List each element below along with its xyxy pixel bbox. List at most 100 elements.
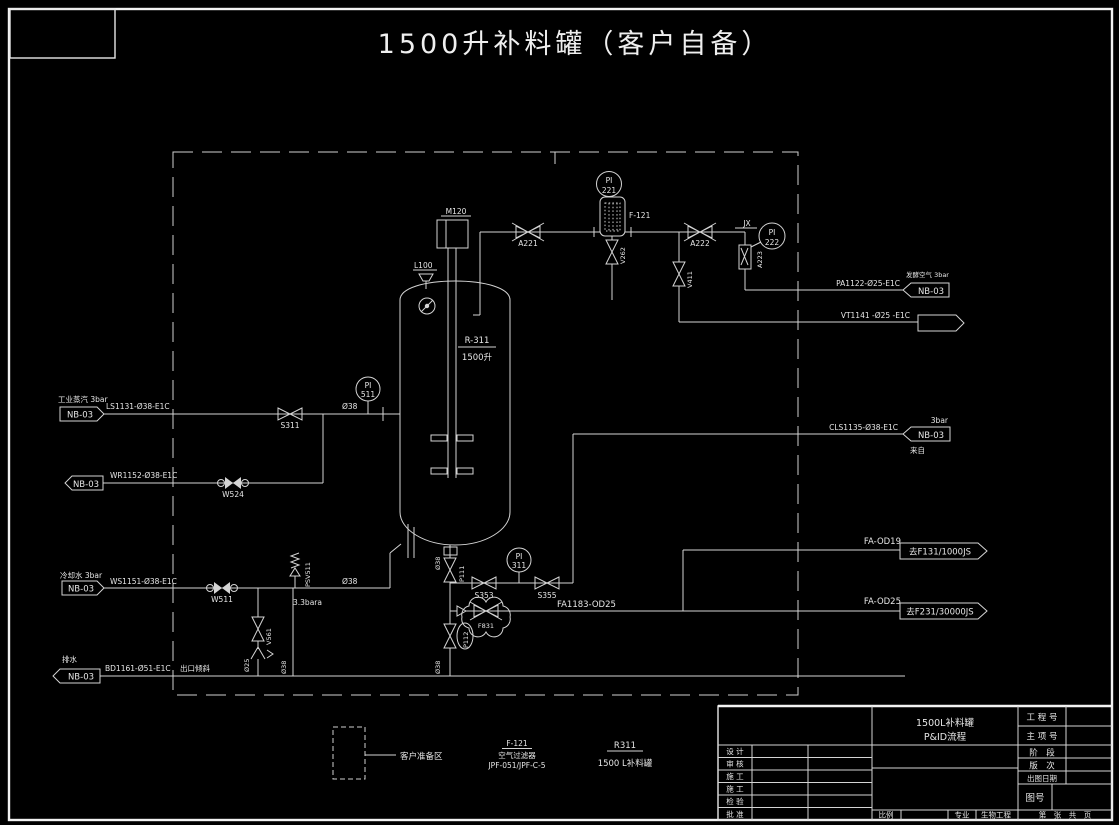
- row-constr1: 施 工: [726, 771, 744, 781]
- drain-note: 排水: [62, 654, 77, 664]
- flag-label: 去F131/1000JS: [909, 547, 971, 558]
- pi222-func: PI: [769, 228, 776, 237]
- flag-label: NB-03: [73, 480, 99, 490]
- instrument-pi221: PI 221: [596, 171, 622, 197]
- customer-area-boundary: [172, 151, 799, 696]
- set-pressure-note: 3.3bara: [293, 598, 322, 607]
- label-dwg-no: 图号: [1025, 793, 1044, 804]
- flag-steam-supply: NB-03: [59, 406, 105, 422]
- legend-area-swatch: [332, 726, 366, 780]
- titleblock-doc-title: 1500L补料罐 P&ID流程: [916, 717, 974, 743]
- steam-note: 工业蒸汽 3bar: [58, 394, 109, 404]
- pipe-label-ls1131: LS1131-Ø38-E1C: [106, 402, 170, 411]
- size-note-d38: Ø38: [342, 577, 358, 586]
- flag-to-f131: 去F131/1000JS: [899, 542, 988, 560]
- rotameter-a223: A223: [738, 244, 764, 270]
- air-filter-f121: F-121: [599, 196, 651, 237]
- valve-p112: [443, 623, 457, 649]
- pipe-label-bd1161: BD1161-Ø51-E1C: [105, 664, 171, 673]
- title-block: 设 计 审 核 施 工 施 工 检 验 批 准 1500L补料罐 P&ID流程 …: [717, 704, 1113, 821]
- valve-s311-label: S311: [280, 421, 299, 430]
- impeller-blade: [456, 434, 474, 442]
- steam-pipe-lines: [103, 401, 400, 484]
- flag-label: NB-03: [68, 585, 94, 595]
- label-project-no: 工 程 号: [1027, 713, 1058, 723]
- flag-label: 去F231/30000JS: [906, 607, 973, 618]
- outlet-system: Ø38 P111 S353 PI 311 S355 F831 FA1183-OD…: [434, 416, 988, 676]
- flag-cls-supply: NB-03: [902, 426, 951, 442]
- legend-filter-name: 空气过滤器: [498, 750, 536, 760]
- boundary-rect: [172, 151, 799, 696]
- size-note-d38: Ø38: [342, 402, 358, 411]
- filter-tag: F-121: [629, 211, 651, 220]
- valve-v561-label: V561: [265, 628, 273, 645]
- trap-w511-label: W511: [211, 595, 233, 604]
- valve-p111: [443, 557, 457, 583]
- row-design: 设 计: [726, 746, 744, 756]
- legend-tank-tag: R311: [614, 741, 636, 751]
- valve-s353-label: S353: [474, 591, 493, 600]
- flag-vent-empty: [917, 314, 965, 332]
- size-note-d38: Ø38: [434, 661, 442, 674]
- air-system: A221 F-121 PI 221 V262 A222 JX A223: [473, 171, 965, 332]
- size-note-d38: Ø38: [434, 557, 442, 570]
- nozzle-tag: L100: [414, 261, 433, 270]
- instrument-pi222: PI 222: [758, 222, 786, 250]
- impeller-blade: [430, 434, 448, 442]
- motor-body: [436, 219, 469, 249]
- legend-filter-model: JPF-051/JPF-C-5: [487, 761, 545, 770]
- drawing-title: 1500升补料罐（客户自备）: [378, 29, 773, 60]
- rotameter-label: A223: [756, 251, 764, 268]
- row-inspect: 检 验: [726, 796, 744, 806]
- legend-filter-tag: F-121: [506, 739, 528, 748]
- valve-v561: [251, 616, 265, 642]
- size-note-d25: Ø25: [243, 659, 251, 672]
- legend-area-label: 客户准备区: [400, 751, 443, 762]
- flag-drain: NB-03: [52, 668, 101, 684]
- valve-p112-bubble: [456, 622, 474, 650]
- pipe-label-pa1122: PA1122-Ø25-E1C: [836, 279, 900, 288]
- impeller-blade: [456, 467, 474, 475]
- cls-from-note: 来自: [910, 445, 925, 455]
- tank-tag-label: R-311 1500升: [458, 336, 496, 363]
- tank-tag: R-311: [465, 336, 490, 346]
- flag-condensate-return: NB-03: [64, 475, 104, 491]
- pi511-func: PI: [365, 381, 372, 390]
- flag-ferment-air: NB-03: [902, 282, 950, 298]
- valve-s355-label: S355: [537, 591, 556, 600]
- pi511-num: 511: [361, 390, 376, 399]
- pipe-label-vt1141: VT1141 -Ø25 -E1C: [841, 311, 910, 320]
- relief-valve-psv511: PSV511: [289, 552, 312, 587]
- nozzle-l100: L100: [413, 261, 437, 289]
- drain-funnel-icon: [250, 646, 274, 660]
- flag-label: NB-03: [67, 411, 93, 421]
- sight-glass-icon: [418, 297, 436, 315]
- label-issue-date: 出图日期: [1027, 773, 1057, 783]
- drain-system: 排水 NB-03 BD1161-Ø51-E1C 出口倾斜: [52, 654, 905, 684]
- agitator-motor: M120: [436, 207, 471, 249]
- label-scale: 比例: [879, 810, 894, 820]
- valve-v262: [605, 239, 619, 265]
- slope-note: 出口倾斜: [180, 663, 210, 673]
- doc-title-line2: P&ID流程: [924, 731, 967, 743]
- drawing-frame: [7, 7, 1114, 822]
- legend: 客户准备区 F-121 空气过滤器 JPF-051/JPF-C-5 R311 1…: [332, 726, 653, 780]
- jx-note: JX: [742, 219, 750, 228]
- label-revision: 版 次: [1029, 761, 1055, 772]
- valve-a221-label: A221: [518, 239, 538, 248]
- nozzle-symbol: [418, 273, 434, 289]
- pipe-label-fa-od25: FA-OD25: [864, 597, 901, 607]
- titleblock-grid: [718, 706, 1112, 820]
- legend-tank: R311 1500 L补料罐: [598, 741, 653, 769]
- valve-p112-label: P112: [462, 632, 470, 648]
- valve-a222-label: A222: [690, 239, 710, 248]
- pipe-label-fa-od19: FA-OD19: [864, 537, 901, 547]
- size-note-d38: Ø38: [280, 661, 288, 674]
- flag-cooling-supply: NB-03: [61, 580, 105, 596]
- outlet-pipe-lines: [443, 434, 900, 676]
- pi221-num: 221: [602, 186, 617, 195]
- psv511-label: PSV511: [304, 562, 312, 587]
- row-constr2: 施 工: [726, 784, 744, 794]
- tank-dome-top: [399, 280, 511, 301]
